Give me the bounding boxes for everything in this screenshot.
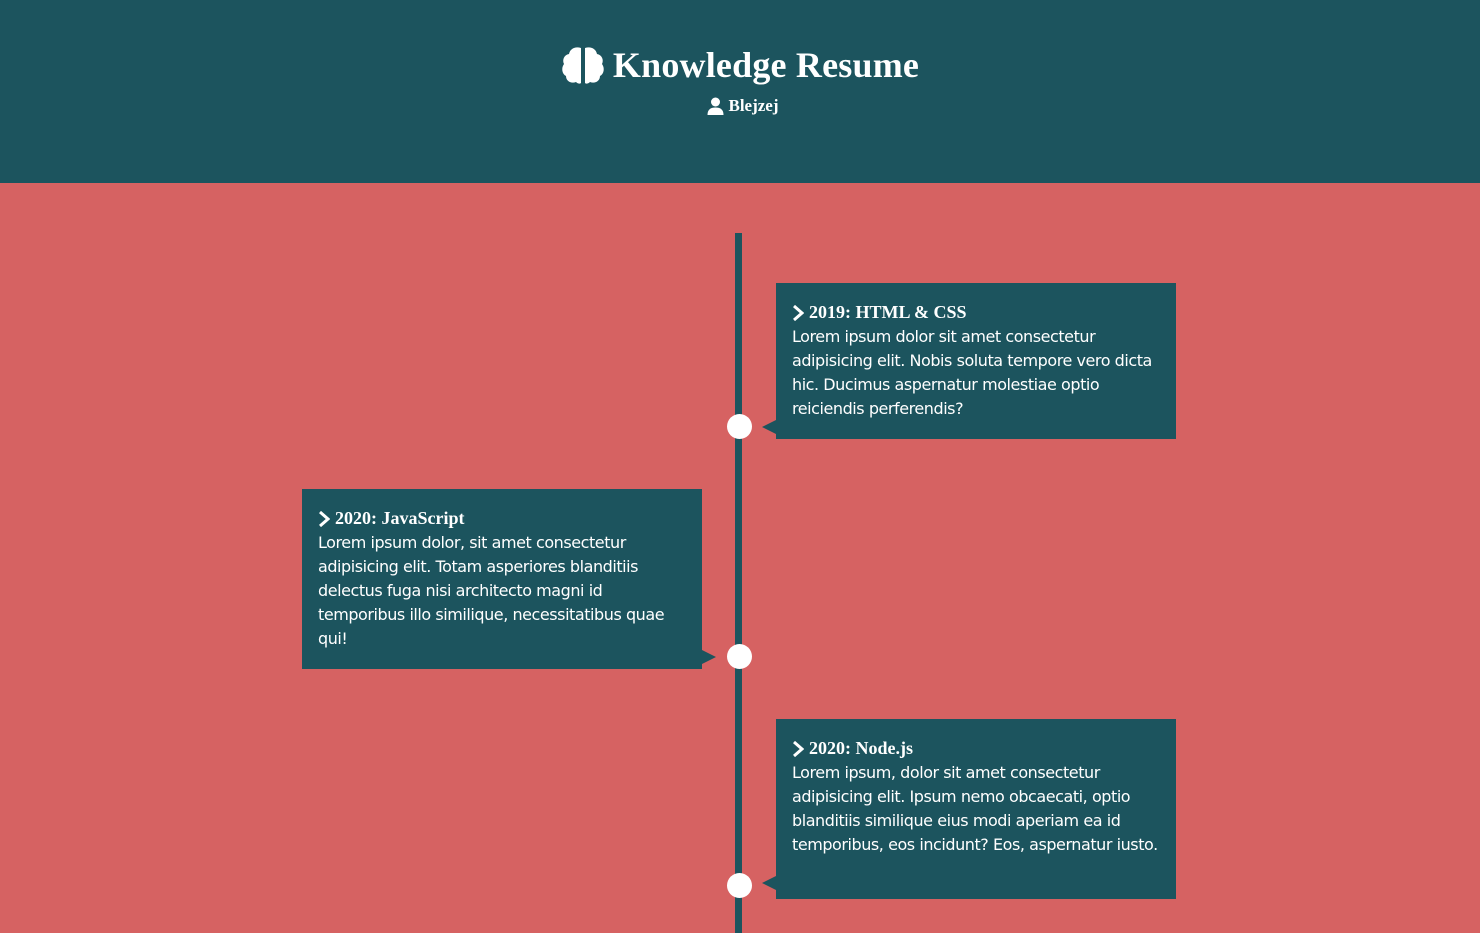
card-pointer [762,876,776,890]
timeline-dot [727,873,752,898]
title-row: Knowledge Resume [0,40,1480,90]
card-pointer [762,420,776,434]
brain-icon [561,45,605,85]
timeline-card-text: Lorem ipsum dolor, sit amet consectetur … [318,533,665,648]
page-header: Knowledge Resume Blejzej [0,0,1480,183]
timeline-card-title: 2020: Node.js [809,738,913,758]
timeline-dot [727,644,752,669]
user-icon [707,97,724,115]
card-pointer [702,650,716,664]
timeline-line [735,233,742,933]
timeline-card-text: Lorem ipsum, dolor sit amet consectetur … [792,763,1158,854]
chevron-right-icon [792,304,805,322]
timeline-card: 2020: JavaScript Lorem ipsum dolor, sit … [302,489,702,669]
timeline-card-text: Lorem ipsum dolor sit amet consectetur a… [792,327,1152,418]
timeline-card-title: 2020: JavaScript [335,508,465,528]
timeline-card-title: 2019: HTML & CSS [809,302,967,322]
chevron-right-icon [318,510,331,528]
page-title: Knowledge Resume [612,45,920,85]
user-name: Blejzej [728,96,779,115]
timeline-dot [727,414,752,439]
user-row: Blejzej [0,93,1480,119]
chevron-right-icon [792,740,805,758]
timeline-card: 2020: Node.js Lorem ipsum, dolor sit ame… [776,719,1176,899]
timeline-card: 2019: HTML & CSS Lorem ipsum dolor sit a… [776,283,1176,439]
